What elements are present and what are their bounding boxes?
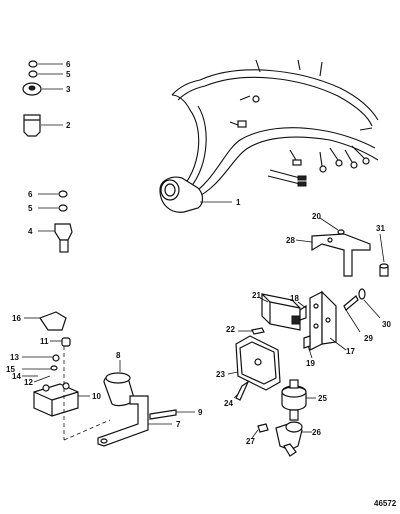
callout-25: 25: [318, 394, 327, 403]
switch-assembly-top: [22, 60, 63, 137]
wiring-harness: [159, 59, 379, 213]
callout-23: 23: [216, 370, 225, 379]
callout-10: 10: [92, 392, 101, 401]
callout-19: 19: [306, 359, 315, 368]
callout-13: 13: [10, 353, 19, 362]
callout-31: 31: [376, 224, 385, 233]
callout-labels: 1 2 3 4 5 5 6 6 7 8 9 10 11 12 13 14 15 …: [6, 60, 391, 446]
callout-17: 17: [346, 347, 355, 356]
callout-16: 16: [12, 314, 21, 323]
callout-22: 22: [226, 325, 235, 334]
callout-6b: 6: [28, 190, 33, 199]
callout-6: 6: [66, 60, 71, 69]
bracket-group-right: [227, 217, 389, 401]
callout-7: 7: [176, 420, 181, 429]
callout-30: 30: [382, 320, 391, 329]
callout-12: 12: [24, 378, 33, 387]
callout-5b: 5: [28, 204, 33, 213]
callout-2: 2: [66, 121, 71, 130]
callout-5: 5: [66, 70, 71, 79]
callout-9: 9: [198, 408, 203, 417]
callout-27: 27: [246, 437, 255, 446]
callout-24: 24: [224, 399, 233, 408]
callout-14: 14: [12, 372, 21, 381]
callout-20: 20: [312, 212, 321, 221]
callout-3: 3: [66, 85, 71, 94]
callout-4: 4: [28, 227, 33, 236]
callout-29: 29: [364, 334, 373, 343]
callout-8: 8: [116, 351, 121, 360]
callout-26: 26: [312, 428, 321, 437]
callout-15: 15: [6, 365, 15, 374]
figure-id: 46572: [374, 499, 397, 508]
callout-21: 21: [252, 291, 261, 300]
callout-1: 1: [236, 198, 241, 207]
switch-assembly-mid: [38, 190, 73, 253]
callout-11: 11: [40, 337, 49, 346]
callout-18: 18: [290, 294, 299, 303]
sender-group: [251, 379, 316, 457]
solenoid-group: [22, 311, 195, 447]
callout-28: 28: [286, 236, 295, 245]
